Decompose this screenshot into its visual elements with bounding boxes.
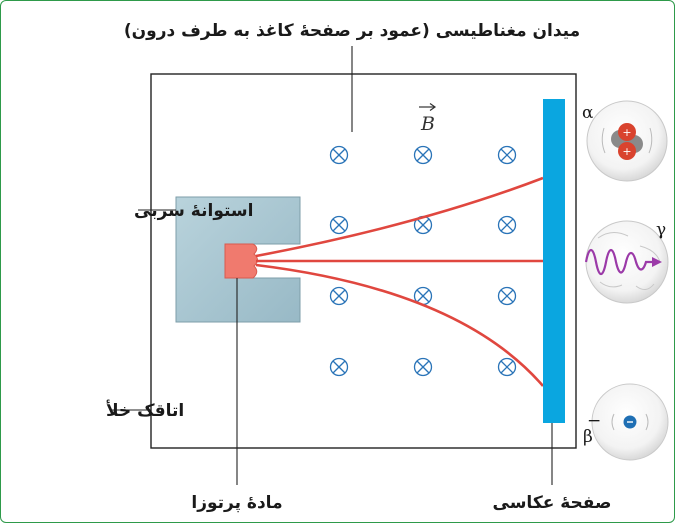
- alpha-label: α: [582, 103, 594, 123]
- alpha-particle-icon: + +: [586, 100, 668, 182]
- gamma-ray-icon: [584, 220, 669, 304]
- radioactive-material-label: مادۀ پرتوزا: [191, 493, 282, 513]
- lead-cylinder-label: استوانۀ سربی: [134, 201, 253, 221]
- photographic-plate-label: صفحۀ عکاسی: [493, 493, 612, 513]
- beta-label: β: [583, 427, 593, 447]
- gamma-label: γ: [656, 220, 666, 240]
- vector-arrow: [419, 103, 437, 111]
- beta-track: [255, 263, 544, 387]
- particle-tracks: [255, 176, 544, 387]
- beta-particle-icon: [591, 383, 669, 461]
- alpha-track: [255, 176, 544, 258]
- vacuum-chamber: [150, 73, 577, 449]
- leader-lines: [110, 46, 553, 485]
- field-symbol: B: [420, 113, 435, 135]
- photographic-plate: [543, 99, 565, 423]
- vacuum-chamber-label: اتاقک خلأ: [106, 400, 184, 421]
- radioactive-source: [224, 243, 258, 279]
- magnetic-field-label: میدان مغناطیسی (عمود بر صفحۀ کاغذ به طرف…: [124, 21, 580, 41]
- svg-text:+: +: [622, 145, 631, 158]
- svg-text:+: +: [622, 126, 631, 139]
- beta-sign: −: [587, 411, 601, 431]
